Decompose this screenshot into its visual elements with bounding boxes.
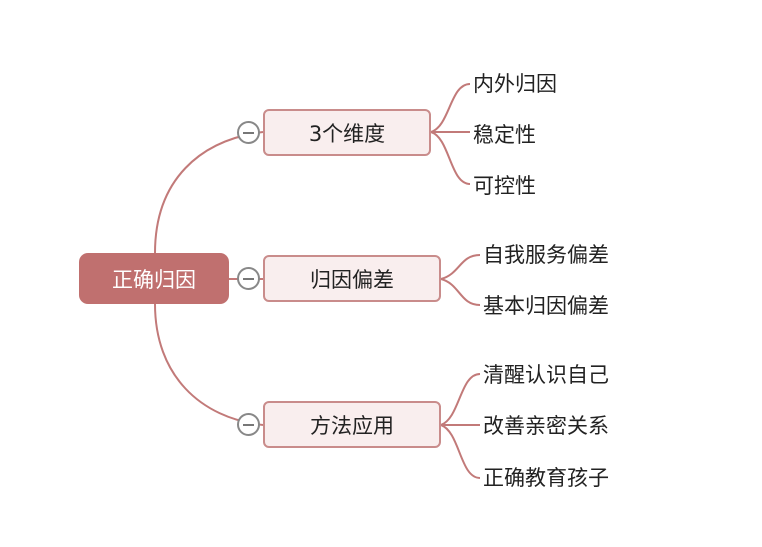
connector-branch-3-leaf-1 [440,373,481,426]
leaf-node[interactable]: 自我服务偏差 [483,243,609,267]
leaf-node[interactable]: 正确教育孩子 [483,466,609,490]
collapse-icon[interactable] [237,413,260,436]
connector-branch-2-leaf-1 [440,254,481,280]
leaf-node[interactable]: 内外归因 [473,72,557,96]
connector-root-branch-1 [154,131,264,254]
leaf-node[interactable]: 清醒认识自己 [483,363,609,387]
branch-node-dimensions[interactable]: 3个维度 [263,109,431,156]
branch-node-label: 归因偏差 [310,267,394,292]
collapse-icon[interactable] [237,267,260,290]
root-node-label: 正确归因 [112,267,196,292]
connector-branch-3-leaf-3 [440,424,481,479]
connector-root-branch-3 [154,303,264,426]
leaf-node[interactable]: 改善亲密关系 [483,414,609,438]
leaf-node[interactable]: 基本归因偏差 [483,294,609,318]
root-node[interactable]: 正确归因 [79,253,229,304]
collapse-icon[interactable] [237,121,260,144]
connector-branch-1-leaf-1 [430,83,471,133]
branch-node-label: 方法应用 [310,413,394,438]
leaf-node[interactable]: 稳定性 [473,123,536,147]
leaf-node[interactable]: 可控性 [473,174,536,198]
branch-node-bias[interactable]: 归因偏差 [263,255,441,302]
connector-branch-2-leaf-2 [440,278,481,306]
branch-node-methods[interactable]: 方法应用 [263,401,441,448]
connector-branch-1-leaf-3 [430,131,471,185]
branch-node-label: 3个维度 [308,121,386,146]
